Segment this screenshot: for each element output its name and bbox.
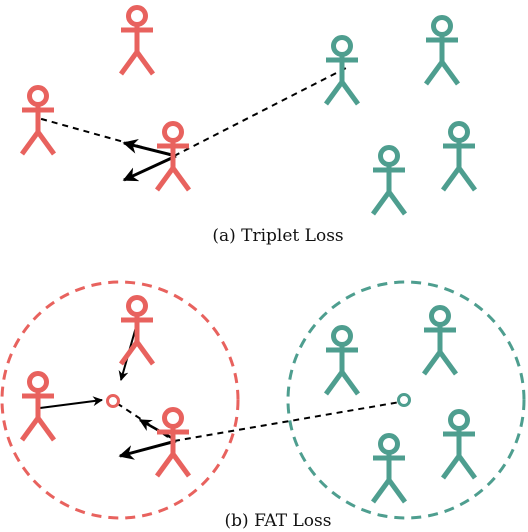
caption-fat-loss: (b) FAT Loss <box>225 511 332 531</box>
cluster-boundary-red <box>0 280 240 520</box>
arrow-pull-to-center <box>138 418 173 440</box>
person-icon-teal <box>323 35 361 106</box>
dashed-link-to-teal-center <box>173 401 401 442</box>
dashed-link-to-red-center <box>117 403 169 438</box>
person-icon-red <box>118 5 156 76</box>
panel-b-fat-loss: (b) FAT Loss <box>0 280 526 531</box>
arrow-push-from-teal <box>118 439 177 460</box>
arrow-push-negative <box>122 154 177 182</box>
person-icon-red-anchor <box>154 407 192 478</box>
person-icon-teal <box>370 433 408 504</box>
arrow-pull-positive <box>122 138 177 158</box>
cluster-boundary-teal <box>286 280 526 520</box>
person-icon-red <box>19 85 57 156</box>
person-icon-teal <box>323 325 361 396</box>
person-icon-red <box>19 371 57 442</box>
person-icon-red <box>118 295 156 366</box>
person-icon-teal <box>423 15 461 86</box>
person-icon-teal <box>440 121 478 192</box>
person-icon-teal <box>421 305 459 376</box>
panel-a-triplet-loss: (a) Triplet Loss <box>19 5 478 246</box>
person-icon-teal <box>370 145 408 216</box>
dashed-link-negative <box>173 67 347 157</box>
person-icon-red-anchor <box>154 121 192 192</box>
person-icon-teal <box>440 409 478 480</box>
cluster-center-teal <box>397 393 411 407</box>
cluster-center-red <box>106 394 120 408</box>
caption-triplet-loss: (a) Triplet Loss <box>212 226 343 246</box>
arrow-to-red-center-left <box>39 396 103 409</box>
